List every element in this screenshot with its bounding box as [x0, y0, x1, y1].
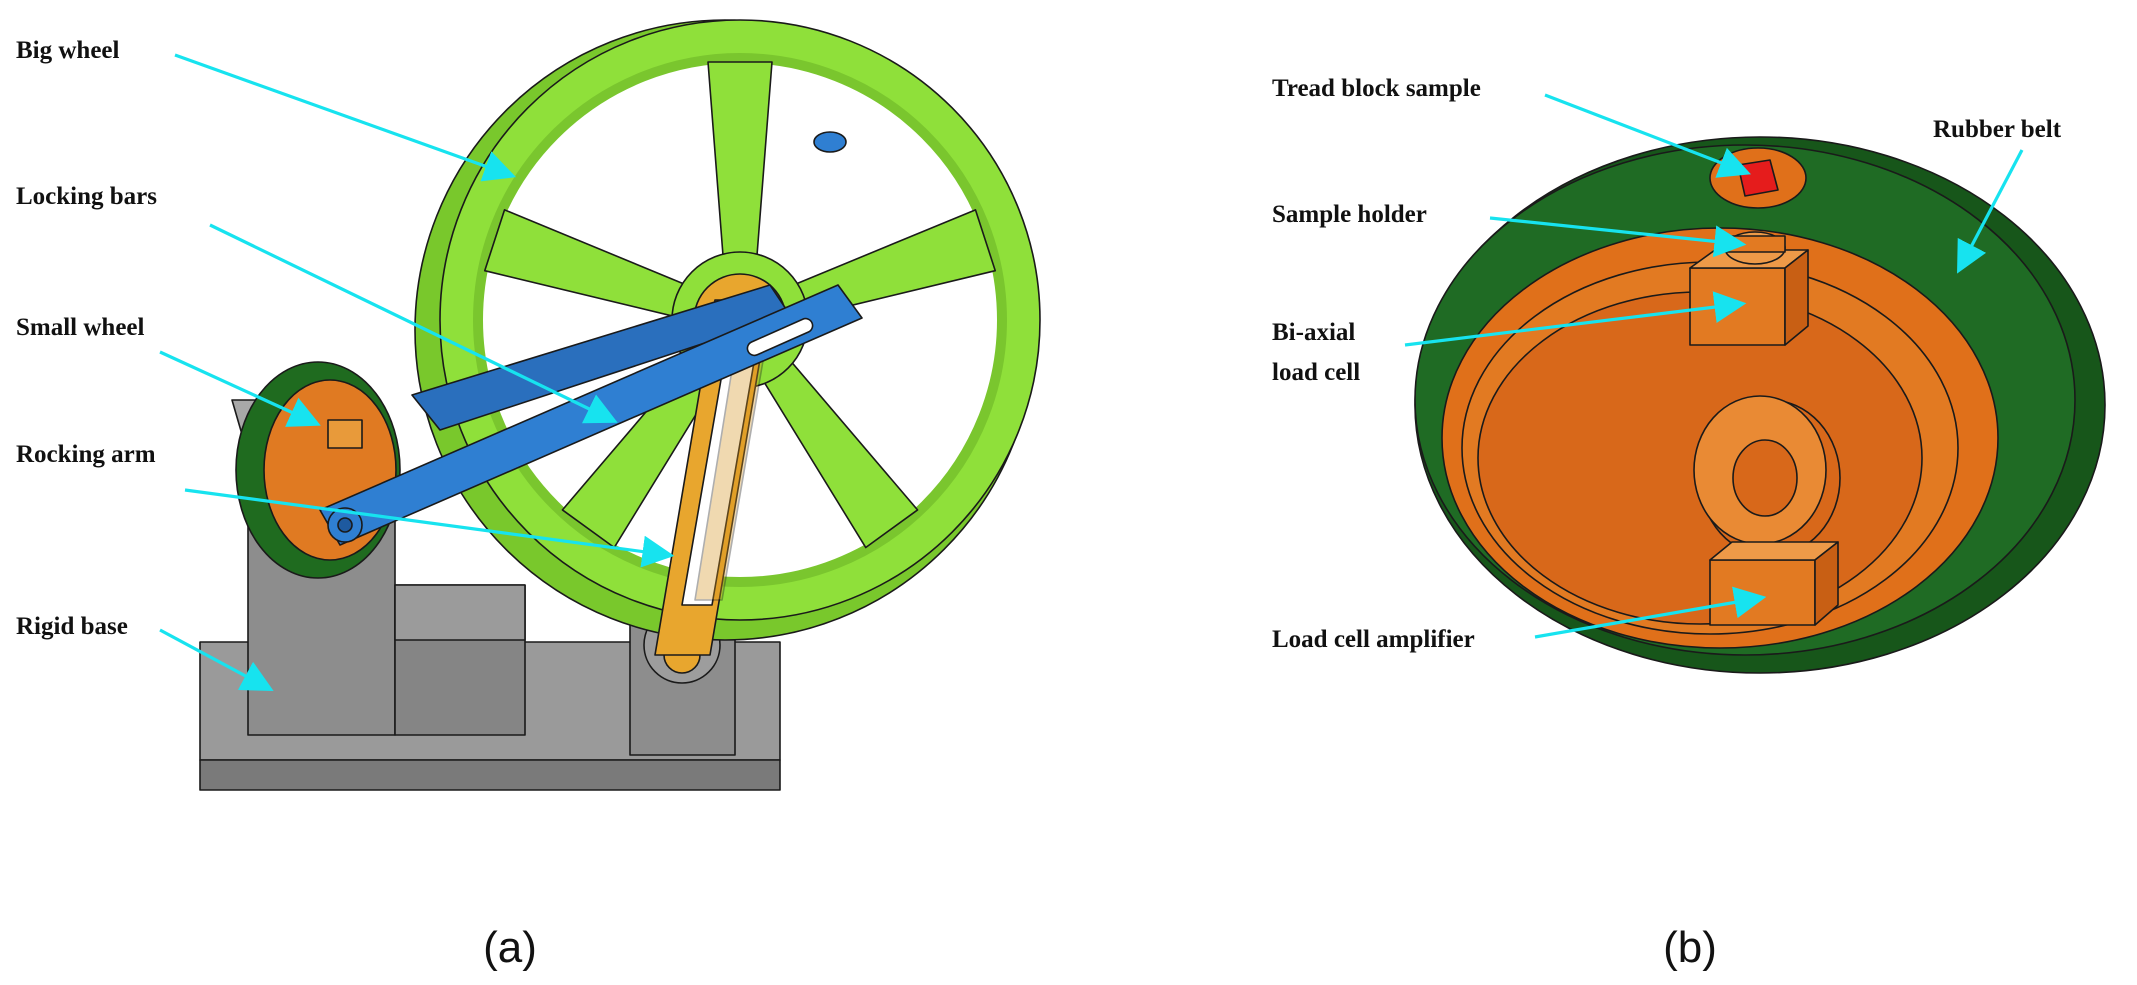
- panel-a-pointers: [159, 53, 675, 692]
- pointer-big-wheel: [174, 53, 517, 182]
- tread-block-sample: [1709, 147, 1807, 209]
- label-sample-holder: Sample holder: [1272, 201, 1427, 228]
- label-biaxial-line2: load cell: [1272, 359, 1360, 386]
- label-rigid-base: Rigid base: [16, 613, 128, 640]
- panel-a: Big wheel Locking bars Small wheel Rocki…: [16, 19, 1041, 972]
- pointer-biaxial-load-cell: [1404, 291, 1747, 347]
- caption-a: (a): [483, 923, 537, 972]
- label-rubber-belt: Rubber belt: [1933, 116, 2062, 143]
- label-big-wheel: Big wheel: [16, 37, 120, 64]
- label-small-wheel: Small wheel: [16, 314, 145, 341]
- small-wheel: [235, 361, 401, 579]
- label-biaxial-line1: Bi-axial: [1272, 319, 1355, 346]
- pointer-rubber-belt: [1957, 149, 2024, 274]
- pointer-tread-block-sample: [1544, 93, 1751, 178]
- label-load-cell-amplifier: Load cell amplifier: [1272, 626, 1475, 653]
- center-hub: [1693, 395, 1841, 557]
- pointer-rocking-arm: [184, 488, 675, 568]
- label-rocking-arm: Rocking arm: [16, 441, 156, 468]
- pointer-load-cell-amplifier: [1534, 586, 1767, 639]
- pointer-rigid-base: [159, 628, 274, 692]
- label-tread-block-sample: Tread block sample: [1272, 75, 1481, 102]
- pointer-sample-holder: [1489, 216, 1747, 258]
- pointer-locking-bars: [209, 223, 618, 424]
- pointer-small-wheel: [159, 350, 321, 427]
- load-cell-amplifier: [1709, 541, 1839, 626]
- caption-b: (b): [1663, 923, 1717, 972]
- panel-b-pointers: [1404, 93, 2024, 639]
- sample-holder: [1724, 231, 1786, 265]
- panel-b: Tread block sample Rubber belt Sample ho…: [1272, 75, 2106, 972]
- label-locking-bars: Locking bars: [16, 183, 157, 210]
- rocking-arm: [654, 299, 771, 656]
